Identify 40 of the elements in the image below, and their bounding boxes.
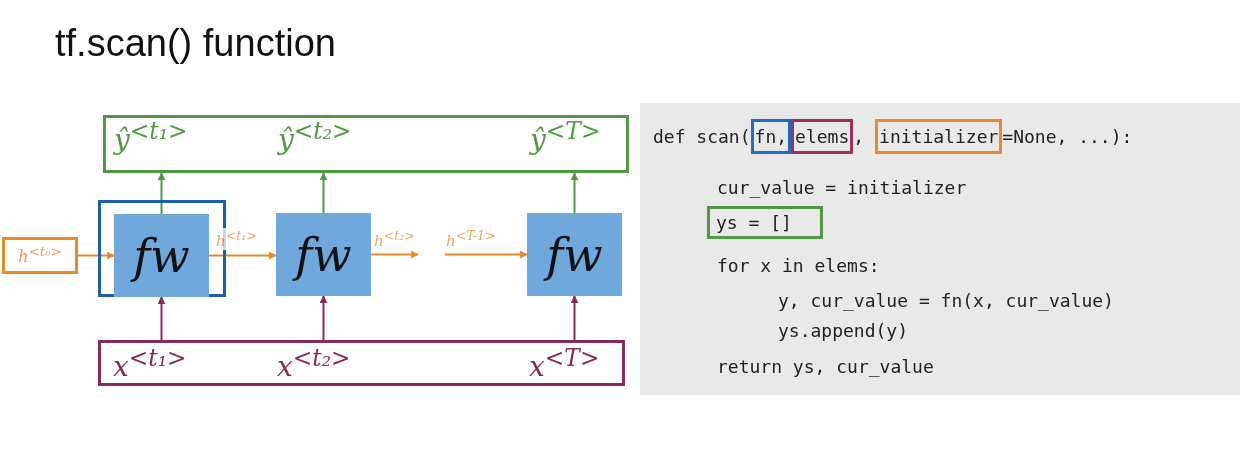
function-box [114, 214, 209, 297]
math-label: x$^{<t₁>}$ [113, 343, 187, 386]
highlight-box: initializer [875, 119, 1003, 154]
code-line: cur_value = initializer [717, 177, 967, 198]
math-label: x$^{<t₂>}$ [277, 343, 351, 386]
arrow [208, 251, 277, 260]
arrow [570, 172, 579, 214]
code-text: =None, ...): [1002, 126, 1133, 147]
edge-label: h$^{<t₁>}$ [216, 228, 257, 250]
output-band [103, 115, 629, 173]
arrow [319, 172, 328, 214]
math-label: ŷ$^{<t₂>}$ [278, 116, 352, 159]
code-line: y, cur_value = fn(x, cur_value) [778, 290, 1114, 311]
function-box [527, 213, 622, 296]
math-label: ŷ$^{<t₁>}$ [114, 116, 188, 159]
arrow [157, 296, 166, 341]
math-label: ŷ$^{<T>}$ [530, 116, 601, 159]
math-label: h$^{<t₀>}$ [18, 244, 62, 267]
code-line: ys.append(y) [778, 320, 909, 341]
code-line: return ys, cur_value [717, 356, 934, 377]
highlight-box: fn, [750, 119, 792, 154]
highlight-box [98, 200, 226, 297]
arrow [370, 250, 419, 259]
highlight-box [707, 206, 823, 239]
code-text: , [853, 126, 865, 147]
state-box [2, 237, 78, 274]
arrow [157, 172, 166, 215]
input-band [98, 340, 625, 386]
code-text: ys = [] [716, 212, 792, 233]
highlight-box: elems [791, 119, 854, 154]
code-line: for x in elems: [717, 255, 880, 276]
arrow [77, 251, 115, 260]
function-box [276, 213, 371, 296]
arrow [570, 295, 579, 341]
title: tf.scan() function [55, 22, 336, 65]
math-label: x$^{<T>}$ [529, 343, 600, 386]
arrow [444, 250, 528, 259]
arrow [319, 295, 328, 341]
code-text: def scan( [653, 126, 751, 147]
code-panel [640, 103, 1240, 395]
